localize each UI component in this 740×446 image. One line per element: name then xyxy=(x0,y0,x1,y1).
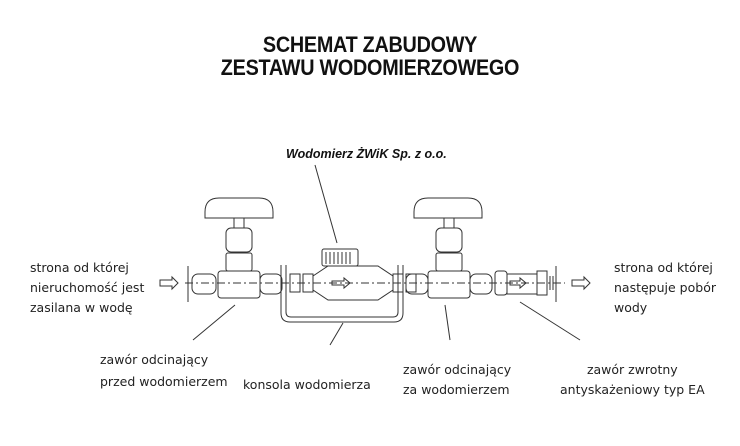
outlet-line-2: następuje pobór xyxy=(614,280,716,295)
outlet-label: strona od której następuje pobór wody xyxy=(614,258,716,318)
outlet-line-3: wody xyxy=(614,300,648,315)
inlet-line-1: strona od której xyxy=(30,260,129,275)
leader-meter xyxy=(314,164,338,244)
check-valve-line-1: zawór zwrotny xyxy=(586,362,678,377)
outlet-arrow-icon xyxy=(571,275,591,291)
inlet-line-2: nieruchomość jest xyxy=(30,280,145,295)
leader-console xyxy=(329,322,344,346)
inlet-arrow-icon xyxy=(159,275,179,291)
check-flow-arrow-icon xyxy=(509,276,527,290)
inlet-line-3: zasilana w wodę xyxy=(30,300,133,315)
water-meter-label: Wodomierz ŻWiK Sp. z o.o. xyxy=(286,147,447,161)
valve-before-line-2: przed wodomierzem xyxy=(100,374,228,389)
leader-valve-after xyxy=(444,304,451,341)
valve-before-line-1: zawór odcinający xyxy=(100,352,209,367)
valve-after-line-2: za wodomierzem xyxy=(403,382,510,397)
check-valve-shape xyxy=(494,270,554,296)
valve-before-shape xyxy=(191,197,283,299)
outlet-line-1: strona od której xyxy=(614,260,713,275)
valve-after-line-1: zawór odcinający xyxy=(403,362,512,377)
water-meter-shape xyxy=(289,248,417,301)
leader-check-valve xyxy=(519,301,581,341)
console-label: konsola wodomierza xyxy=(243,377,371,392)
flow-arrow-icon xyxy=(331,276,351,290)
valve-after-shape xyxy=(405,197,493,299)
leader-valve-before xyxy=(192,304,236,341)
valve-after-label: zawór odcinający za wodomierzem xyxy=(403,360,511,400)
check-valve-line-2: antyskażeniowy typ EA xyxy=(560,382,705,397)
console-bracket-shape xyxy=(280,265,404,323)
inlet-label: strona od której nieruchomość jest zasil… xyxy=(30,258,144,318)
title-line-2: ZESTAWU WODOMIERZOWEGO xyxy=(220,55,520,80)
valve-before-label: zawór odcinający przed wodomierzem xyxy=(100,349,228,393)
title-line-1: SCHEMAT ZABUDOWY xyxy=(262,32,478,57)
check-valve-label: zawór zwrotny antyskażeniowy typ EA xyxy=(560,360,705,400)
